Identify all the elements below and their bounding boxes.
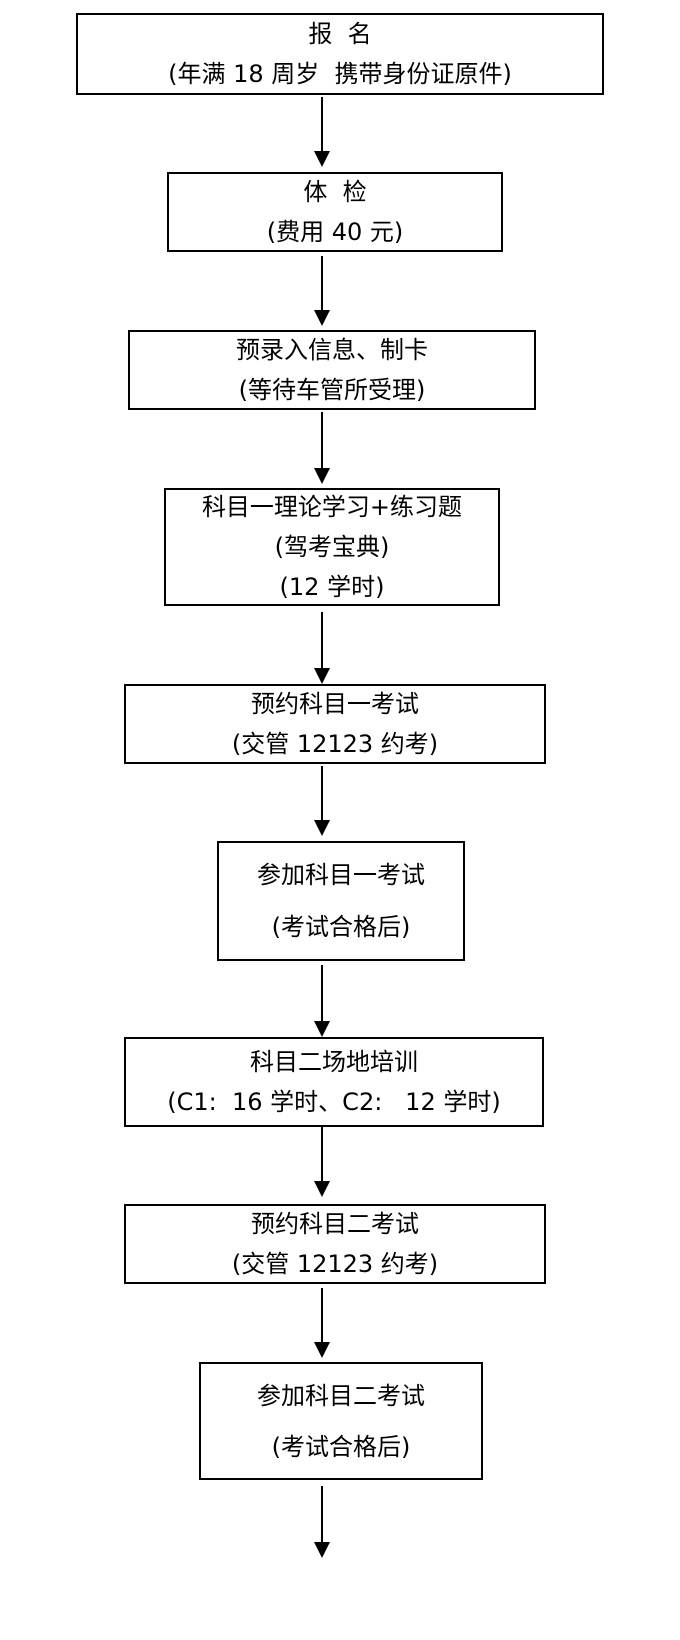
step-registration: 报 名 (年满 18 周岁 携带身份证原件) — [76, 13, 604, 95]
step-title: 预约科目一考试 — [251, 690, 419, 718]
flow-arrow — [312, 612, 332, 684]
step-title: 科目一理论学习+练习题 — [201, 493, 463, 521]
flow-arrow — [312, 1127, 332, 1197]
flow-arrow — [312, 766, 332, 836]
step-subject-one-study: 科目一理论学习+练习题 (驾考宝典) (12 学时) — [164, 488, 500, 606]
step-subject-two-training: 科目二场地培训 (C1: 16 学时、C2: 12 学时) — [124, 1037, 544, 1127]
step-note: (C1: 16 学时、C2: 12 学时) — [167, 1088, 501, 1116]
step-book-subject-two-exam: 预约科目二考试 (交管 12123 约考) — [124, 1204, 546, 1284]
flow-arrow — [312, 412, 332, 484]
step-title: 预录入信息、制卡 — [236, 336, 428, 364]
step-note: (交管 12123 约考) — [231, 1250, 439, 1278]
flow-arrow — [312, 965, 332, 1037]
step-title: 科目二场地培训 — [250, 1048, 418, 1076]
step-take-subject-two-exam: 参加科目二考试 (考试合格后) — [199, 1362, 483, 1480]
step-medical-check: 体 检 (费用 40 元) — [167, 172, 503, 252]
step-note: (年满 18 周岁 携带身份证原件) — [168, 60, 512, 88]
step-note: (费用 40 元) — [266, 218, 404, 246]
step-pre-entry: 预录入信息、制卡 (等待车管所受理) — [128, 330, 536, 410]
step-title: 参加科目一考试 — [257, 861, 425, 889]
step-take-subject-one-exam: 参加科目一考试 (考试合格后) — [217, 841, 465, 961]
flow-arrow — [312, 97, 332, 167]
step-book-subject-one-exam: 预约科目一考试 (交管 12123 约考) — [124, 684, 546, 764]
step-title: 体 检 — [303, 178, 367, 206]
step-note: (考试合格后) — [271, 913, 411, 941]
step-title: 预约科目二考试 — [251, 1210, 419, 1238]
flow-arrow — [312, 1288, 332, 1358]
step-title: 报 名 — [308, 20, 372, 48]
step-note: (驾考宝典) — [274, 533, 390, 561]
flow-arrow — [312, 1486, 332, 1558]
step-note: (交管 12123 约考) — [231, 730, 439, 758]
step-note: (12 学时) — [279, 573, 385, 601]
step-note: (等待车管所受理) — [238, 376, 426, 404]
step-title: 参加科目二考试 — [257, 1381, 425, 1410]
flow-arrow — [312, 256, 332, 326]
step-note: (考试合格后) — [271, 1432, 411, 1461]
